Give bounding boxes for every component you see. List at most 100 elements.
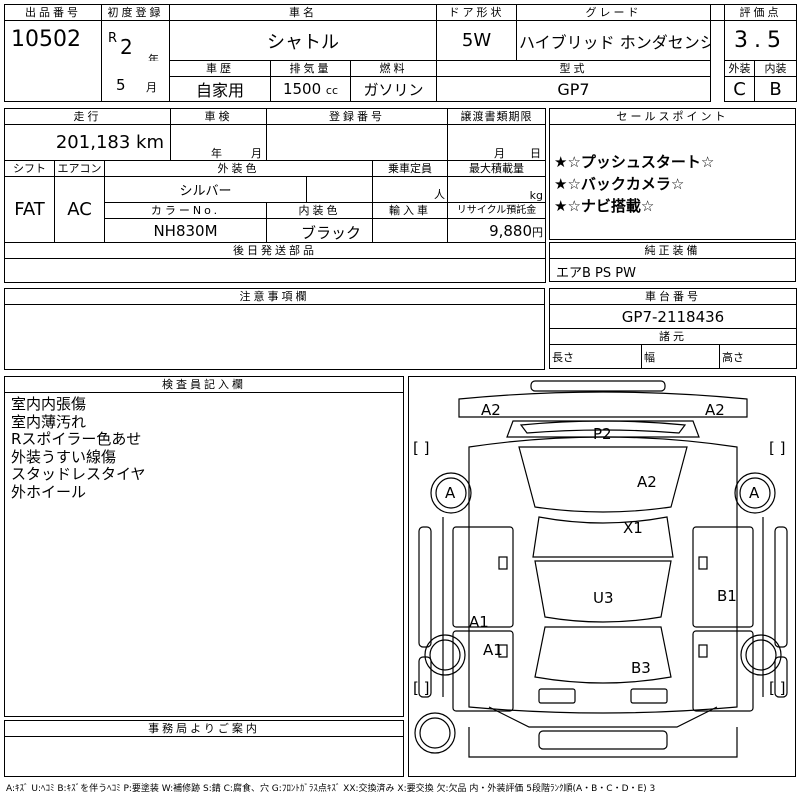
interior-score: B bbox=[754, 76, 797, 102]
sales-point-box: セールスポイント ★☆プッシュスタート☆ ★☆バックカメラ☆ ★☆ナビ搭載☆ bbox=[549, 108, 796, 240]
damage-mark: A2 bbox=[481, 401, 501, 419]
person-unit: 人 bbox=[371, 176, 449, 203]
reg-no bbox=[265, 124, 449, 161]
inspector-label: 検査員記入欄 bbox=[5, 377, 403, 393]
dims-label: 諸元 bbox=[548, 328, 798, 345]
chassis-label: 車台番号 bbox=[548, 288, 798, 305]
interior-label: 内装 bbox=[754, 60, 797, 77]
vehicle-info-table: 走行 車検 登録番号 譲渡書類期限 201,183 km 年 月 月 日 シフト… bbox=[3, 108, 547, 283]
caution-label: 注意事項欄 bbox=[5, 289, 544, 305]
fuel-label: 燃料 bbox=[350, 60, 437, 77]
damage-mark: A2 bbox=[705, 401, 725, 419]
bracket-mark: [ ] bbox=[413, 679, 429, 697]
length-label: 長さ bbox=[549, 344, 642, 369]
damage-mark: A1 bbox=[483, 641, 503, 659]
later-parts-label: 後日発送部品 bbox=[3, 242, 547, 259]
import-label: 輸入車 bbox=[371, 202, 449, 219]
equipment-value: エアB PS PW bbox=[556, 266, 636, 281]
bracket-mark: [ ] bbox=[769, 439, 785, 457]
reg-month: 5 bbox=[116, 75, 126, 94]
office-box: 事務局よりご案内 bbox=[4, 720, 404, 777]
era: R bbox=[108, 31, 118, 46]
ext-color: シルバー bbox=[104, 176, 307, 203]
width-label: 幅 bbox=[641, 344, 720, 369]
displacement-label: 排気量 bbox=[270, 60, 351, 77]
history-label: 車歴 bbox=[169, 60, 271, 77]
inspection-label: 車検 bbox=[170, 108, 267, 125]
fuel: ガソリン bbox=[350, 76, 437, 102]
transfer-day-unit: 日 bbox=[530, 147, 542, 160]
reg-year: 2 bbox=[120, 35, 133, 59]
lot-no-label: 出品番号 bbox=[4, 4, 102, 21]
exterior-score: C bbox=[724, 76, 755, 102]
mileage-label: 走行 bbox=[4, 108, 171, 125]
int-color: ブラック bbox=[301, 224, 362, 242]
bracket-mark: [ ] bbox=[413, 439, 429, 457]
sales-point-label: セールスポイント bbox=[550, 109, 795, 125]
score: 3.5 bbox=[724, 20, 797, 61]
inspector-note: 室内薄汚れ bbox=[11, 412, 87, 431]
load-label: 最大積載量 bbox=[447, 160, 547, 177]
displacement-unit: cc bbox=[325, 84, 339, 97]
yen-unit: 円 bbox=[532, 225, 544, 239]
damage-mark: B3 bbox=[631, 659, 651, 677]
transfer-label: 譲渡書類期限 bbox=[447, 108, 547, 125]
displacement: 1500 bbox=[282, 80, 322, 98]
legend-footer: A:ｷｽﾞ U:ﾍｺﾐ B:ｷｽﾞを伴うﾍｺﾐ P:要塗装 W:補修跡 S:錆 … bbox=[6, 784, 656, 794]
inspection-year-unit: 年 bbox=[211, 147, 222, 160]
capacity-label: 乗車定員 bbox=[371, 160, 449, 177]
sales-point-item: ★☆ナビ搭載☆ bbox=[554, 197, 655, 215]
transfer-month-unit: 月 bbox=[494, 147, 506, 160]
mileage-unit: km bbox=[136, 132, 164, 153]
later-parts bbox=[3, 258, 547, 283]
recycle: 9,880 bbox=[489, 221, 533, 240]
damage-mark: X1 bbox=[623, 519, 643, 537]
shift: FAT bbox=[4, 176, 55, 243]
year-unit: 年 bbox=[148, 53, 159, 61]
inspector-note: 外ホイール bbox=[11, 482, 87, 501]
reg-no-label: 登録番号 bbox=[265, 108, 449, 125]
sales-point-item: ★☆プッシュスタート☆ bbox=[554, 153, 715, 171]
damage-mark: A bbox=[445, 484, 456, 502]
exterior-label: 外装 bbox=[724, 60, 755, 77]
import-value bbox=[371, 218, 449, 243]
ext-color-label: 外装色 bbox=[104, 160, 373, 177]
month-unit: 月 bbox=[146, 80, 157, 94]
damage-mark: A bbox=[749, 484, 760, 502]
recycle-label: リサイクル預託金 bbox=[447, 202, 547, 219]
mileage: 201,183 bbox=[55, 132, 131, 153]
inspector-note: 外装うすい線傷 bbox=[11, 447, 117, 466]
height-label: 高さ bbox=[718, 344, 798, 369]
car-diagram: A2 A2 P2 A A2 A X1 U3 B1 A1 A1 B3 [ ] [ … bbox=[413, 380, 788, 758]
damage-mark: B1 bbox=[717, 587, 737, 605]
color-no: NH830M bbox=[104, 218, 267, 243]
bracket-mark: [ ] bbox=[769, 679, 785, 697]
chassis-number: GP7-2118436 bbox=[548, 304, 798, 329]
caution-box: 注意事項欄 bbox=[4, 288, 545, 370]
doors: 5W bbox=[436, 20, 517, 61]
equipment-label: 純正装備 bbox=[550, 243, 795, 259]
history: 自家用 bbox=[169, 76, 271, 102]
ac: AC bbox=[54, 176, 105, 243]
first-reg-label: 初度登録 bbox=[101, 4, 170, 21]
damage-mark: A2 bbox=[637, 473, 657, 491]
lot-no: 10502 bbox=[4, 20, 102, 61]
shift-label: シフト bbox=[4, 160, 55, 177]
car-name-label: 車名 bbox=[169, 4, 437, 21]
doors-label: ドア形状 bbox=[436, 4, 517, 21]
inspector-note: スタッドレスタイヤ bbox=[11, 465, 146, 483]
inspector-note: Rスポイラー色あせ bbox=[11, 430, 142, 448]
chassis-table: 車台番号 GP7-2118436 諸元 長さ 幅 高さ bbox=[548, 288, 798, 369]
car-name: シャトル bbox=[169, 20, 437, 61]
kg-unit: kg bbox=[447, 176, 547, 203]
equipment-box: 純正装備 エアB PS PW bbox=[549, 242, 796, 282]
int-color-label: 内装色 bbox=[266, 202, 373, 219]
damage-mark: P2 bbox=[593, 425, 612, 443]
model-label: 型式 bbox=[436, 60, 711, 77]
sales-point-item: ★☆バックカメラ☆ bbox=[554, 175, 685, 193]
damage-mark: U3 bbox=[593, 589, 614, 607]
score-label: 評価点 bbox=[724, 4, 797, 21]
grade: ハイブリッド ホンダセンシング bbox=[516, 20, 711, 61]
header-table: 出品番号 初度登録 車名 ドア形状 グレード 評価点 10502 R 2 年 シ… bbox=[4, 4, 797, 102]
damage-mark: A1 bbox=[469, 613, 489, 631]
